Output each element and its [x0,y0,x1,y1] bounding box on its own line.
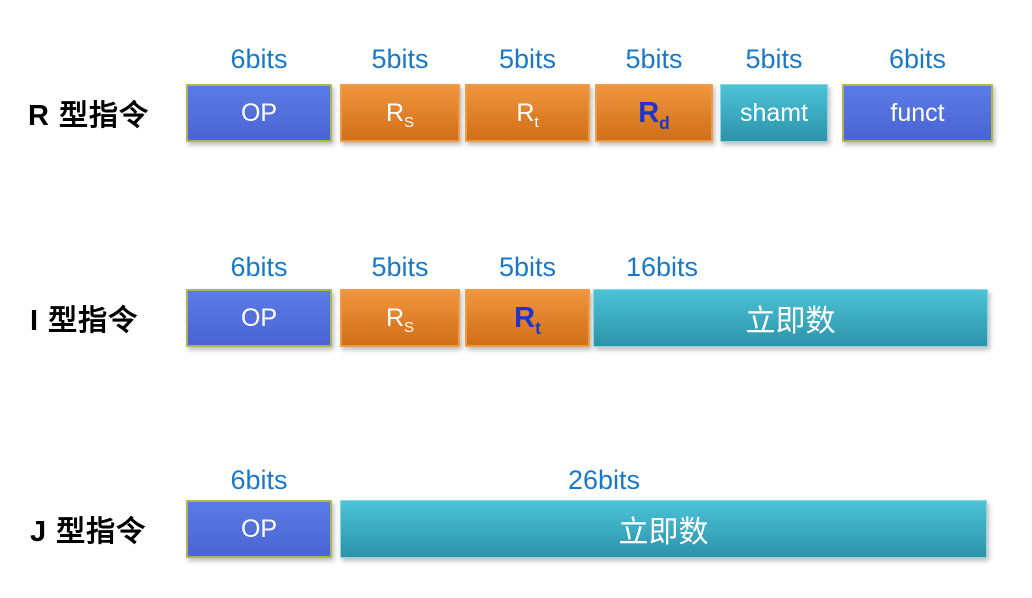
field-box-r-type-funct: funct [842,84,993,142]
field-subscript-r-type-rt: t [534,113,539,131]
field-text-r-type-rd: R [638,96,660,129]
field-box-j-type-op: OP [186,500,332,558]
field-label-i-type-rt: Rt [514,301,541,338]
field-box-r-type-op: OP [186,84,332,142]
field-subscript-i-type-rt: t [535,317,541,338]
field-text-r-type-funct: funct [890,98,945,127]
bits-label-i-type-op: 6bits [230,252,288,282]
field-subscript-r-type-rs: S [404,113,415,131]
field-box-i-type-op: OP [186,289,332,347]
bits-label-r-type-rs: 5bits [371,44,429,74]
field-subscript-r-type-rd: d [659,112,670,133]
field-label-r-type-op: OP [241,99,277,128]
field-box-r-type-rs: RS [340,84,460,142]
field-box-i-type-rt: Rt [465,289,590,347]
field-label-j-type-immediate: 立即数 [619,507,709,551]
field-box-r-type-shamt: shamt [720,84,828,142]
field-label-i-type-rs: RS [385,303,415,336]
row-label-j-type: J 型指令 [30,516,147,548]
field-label-i-type-op: OP [241,304,277,333]
bits-label-j-type-op: 6bits [230,465,288,495]
field-label-r-type-rd: Rd [638,96,670,133]
bits-label-i-type-immediate: 16bits [625,252,699,282]
bits-label-i-type-rs: 5bits [371,252,429,282]
field-label-i-type-immediate: 立即数 [746,296,836,340]
field-text-i-type-op: OP [240,303,278,332]
bits-label-r-type-funct: 6bits [888,44,947,74]
field-box-j-type-immediate: 立即数 [340,500,987,558]
field-label-r-type-rt: Rt [516,98,539,131]
field-box-i-type-immediate: 立即数 [593,289,988,347]
bits-label-r-type-shamt: 5bits [745,44,803,74]
field-box-i-type-rs: RS [340,289,460,347]
bits-label-r-type-rt: 5bits [498,44,557,74]
field-label-r-type-shamt: shamt [740,99,808,128]
field-text-i-type-immediate: 立即数 [745,305,836,338]
field-label-r-type-funct: funct [890,99,944,128]
field-text-j-type-immediate: 立即数 [618,516,709,549]
bits-label-i-type-rt: 5bits [498,252,557,282]
field-text-j-type-op: OP [240,514,278,543]
field-label-r-type-rs: RS [385,98,415,131]
row-label-r-type: R 型指令 [28,100,150,132]
bits-label-r-type-rd: 5bits [625,44,683,74]
row-label-i-type: I 型指令 [30,305,139,337]
bits-label-r-type-op: 6bits [230,44,288,74]
field-text-r-type-rs: R [385,98,405,127]
field-text-r-type-shamt: shamt [739,98,809,127]
field-box-r-type-rt: Rt [465,84,590,142]
field-text-i-type-rs: R [385,303,405,332]
field-label-j-type-op: OP [241,515,277,544]
field-text-i-type-rt: R [514,301,536,334]
field-text-r-type-rt: R [516,98,535,127]
bits-label-j-type-immediate: 26bits [567,465,641,495]
field-box-r-type-rd: Rd [595,84,713,142]
field-subscript-i-type-rs: S [404,318,415,336]
field-text-r-type-op: OP [240,98,278,127]
